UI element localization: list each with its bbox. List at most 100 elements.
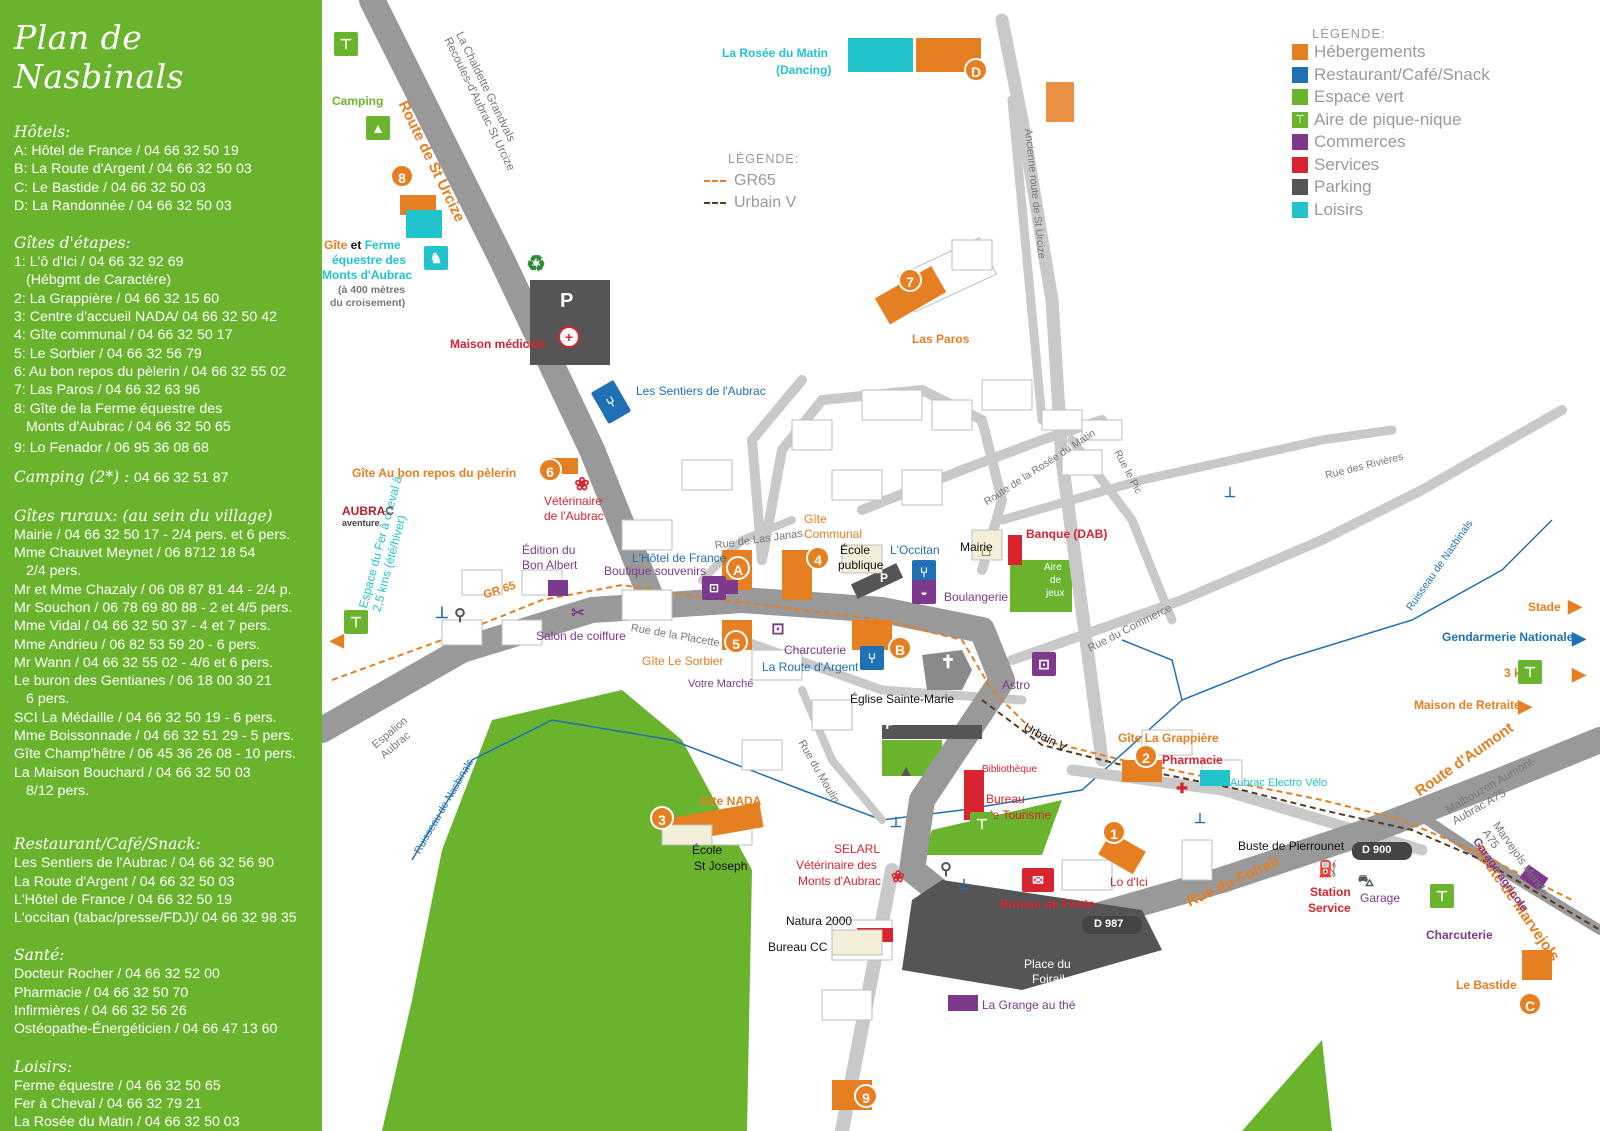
water-tap-icon: ⊥ — [889, 814, 903, 830]
info-icon[interactable]: i — [983, 773, 989, 795]
commerces-block — [1519, 864, 1549, 892]
label-veterinaire-2: de l'Aubrac — [544, 509, 604, 523]
legend-route-row: GR65 — [704, 170, 799, 192]
marker-5[interactable]: 5 — [724, 630, 748, 654]
road-janas — [698, 516, 796, 584]
tent-icon[interactable]: ▲ — [366, 116, 390, 140]
road-label-d900: D 900 — [1362, 844, 1392, 856]
gr65-path — [331, 583, 1573, 901]
parking-icon[interactable]: P — [560, 290, 574, 312]
arrow-right-icon[interactable]: ▶ — [1568, 596, 1582, 616]
legend-swatch-restaurant — [1292, 66, 1308, 83]
church-cross-icon: ✝ — [940, 652, 956, 672]
marker-a[interactable]: A — [726, 556, 750, 580]
building — [501, 619, 543, 646]
legend-row: Hébergements — [1292, 41, 1490, 64]
medical-cross-icon[interactable]: + — [558, 326, 580, 348]
legend-row: Parking — [1292, 176, 1490, 199]
gite-item: 2: La Grappière / 04 66 32 15 60 — [14, 290, 220, 307]
arrow-right-icon[interactable]: ▶ — [1572, 628, 1586, 648]
label-aire-jeux-3: jeux — [1046, 588, 1065, 599]
village-map[interactable]: LÉGENDE: Hébergements Restaurant/Café/Sn… — [322, 0, 1600, 1131]
restaurant-fork-knife-icon[interactable]: ⑂ — [860, 646, 884, 670]
legend-title: LÉGENDE: — [1312, 26, 1386, 41]
label-station-1: Station — [1310, 885, 1351, 899]
road-label-d987: D 987 — [1094, 918, 1124, 930]
hotel-item: B: La Route d'Argent / 04 66 32 50 03 — [14, 161, 252, 178]
marker-1[interactable]: 1 — [1102, 820, 1126, 844]
legend-swatch-services — [1292, 156, 1308, 173]
legend-categories: LÉGENDE: Hébergements Restaurant/Café/Sn… — [1292, 26, 1490, 221]
gite-rural-item: Le buron des Gentianes / 06 18 00 30 21 — [14, 673, 272, 690]
legend-label: Loisirs — [1314, 199, 1364, 219]
building — [861, 389, 923, 421]
label-banque: Banque (DAB) — [1026, 527, 1108, 541]
marker-2[interactable]: 2 — [1134, 744, 1158, 768]
label-bastide: Le Bastide — [1456, 978, 1517, 992]
label-bon-repos: Gîte Au bon repos du pèlerin — [352, 466, 517, 480]
bread-icon[interactable]: ◒ — [912, 580, 936, 604]
picnic-table-icon[interactable]: ⊤ — [970, 812, 994, 836]
shopping-basket-icon[interactable]: ⊡ — [1032, 652, 1056, 676]
picnic-table-icon[interactable]: ⊤ — [344, 610, 368, 634]
marker-6[interactable]: 6 — [538, 458, 562, 482]
water-tap-icon: ⊥ — [1223, 484, 1237, 500]
label-ecole-st-joseph-2: St Joseph — [694, 859, 748, 873]
marker-8[interactable]: 8 — [390, 164, 414, 188]
legend-swatch-commerces — [1292, 134, 1308, 151]
picnic-table-icon: ⊤ — [1292, 111, 1308, 128]
road-rivieres — [997, 425, 1397, 525]
horse-riding-icon[interactable]: ♞ — [424, 246, 448, 270]
label-aubrac-electro: Aubrac Electro Vélo — [1230, 777, 1328, 789]
marker-7[interactable]: 7 — [898, 268, 922, 292]
label-edition-1: Édition du — [522, 543, 576, 557]
marker-b[interactable]: B — [888, 636, 912, 660]
arrow-right-icon[interactable]: ▶ — [1572, 664, 1586, 684]
marker-3[interactable]: 3 — [650, 806, 674, 830]
hebergement-block — [1046, 82, 1074, 122]
building — [811, 699, 853, 731]
label-charcuterie-2: Charcuterie — [1426, 928, 1493, 942]
section-heading-sante: Santé: — [14, 946, 65, 965]
legend-label: Aire de pique-nique — [1314, 109, 1462, 129]
label-boulangerie: Boulangerie — [944, 590, 1009, 604]
label-gite-communal-1: Gîte — [804, 512, 827, 526]
gite-rural-item: Mme Chauvet Meynet / 06 8712 18 54 — [14, 545, 256, 562]
arrow-right-icon[interactable]: ▶ — [1518, 696, 1532, 716]
marker-c[interactable]: C — [1518, 992, 1542, 1016]
hebergement-block — [1522, 950, 1552, 980]
label-sentiers-aubrac: Les Sentiers de l'Aubrac — [636, 384, 766, 398]
building — [681, 459, 733, 491]
marker-9[interactable]: 9 — [854, 1084, 878, 1108]
arrow-left-icon[interactable]: ◀ — [330, 630, 344, 650]
legend-swatch-parking — [1292, 179, 1308, 196]
section-heading-gites-etapes: Gîtes d'étapes: — [14, 234, 131, 253]
mail-envelope-icon[interactable]: ✉ — [1022, 868, 1054, 892]
building — [951, 239, 993, 271]
gite-rural-item: Gîte Champ'hêtre / 06 45 36 26 08 - 10 p… — [14, 746, 296, 763]
label-pharmacie: Pharmacie — [1162, 753, 1223, 767]
picnic-table-icon[interactable]: ⊤ — [334, 32, 358, 56]
picnic-table-icon[interactable]: ⊤ — [1518, 660, 1542, 684]
legend-row: ⊤ Aire de pique-nique — [1292, 109, 1490, 132]
label-rosee-dancing: (Dancing) — [776, 63, 832, 77]
legend-label: Hébergements — [1314, 42, 1426, 62]
label-las-paros: Las Paros — [912, 332, 970, 346]
label-ecole-st-joseph-1: École — [692, 843, 723, 857]
building — [1061, 449, 1103, 476]
picnic-table-icon[interactable]: ⊤ — [1430, 884, 1454, 908]
hebergement-block — [874, 266, 947, 325]
gite-item: 5: Le Sorbier / 04 66 32 56 79 — [14, 345, 202, 362]
building — [751, 649, 803, 681]
legend-dash-urbain-v — [704, 202, 726, 204]
marker-4[interactable]: 4 — [806, 546, 830, 570]
label-place-foirail-1: Place du — [1024, 957, 1071, 971]
commerces-block — [548, 580, 568, 596]
label-veterinaire-1: Vétérinaire — [544, 494, 603, 508]
label-rosee-matin: La Rosée du Matin — [722, 46, 829, 60]
gite-rural-item: SCI La Médaille / 04 66 32 50 19 - 6 per… — [14, 709, 277, 726]
legend-route-row: Urbain V — [704, 192, 799, 214]
shopping-basket-icon[interactable]: ⊡ — [702, 576, 726, 600]
legend-label: Parking — [1314, 177, 1372, 197]
marker-d[interactable]: D — [964, 58, 988, 82]
